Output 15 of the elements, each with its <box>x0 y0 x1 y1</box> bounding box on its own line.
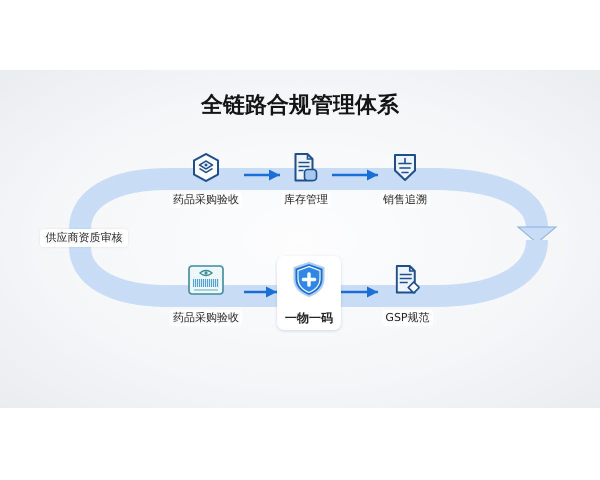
flow-band <box>436 238 548 307</box>
step-label: 库存管理 <box>281 192 331 208</box>
step-label: 一物一码 <box>282 310 336 326</box>
arrow <box>244 286 277 298</box>
step-label: GSP规范 <box>382 310 433 326</box>
highlight-card <box>277 256 341 330</box>
flow-band <box>69 168 168 230</box>
step-label: 药品采购验收 <box>170 192 242 208</box>
title: 全链路合规管理体系 <box>201 92 399 120</box>
arrow <box>341 286 378 298</box>
step-label: 销售追溯 <box>380 192 430 208</box>
step-label: 药品采购验收 <box>170 310 242 326</box>
flow-band <box>69 246 168 307</box>
arrow <box>332 170 378 180</box>
step-tag: 供应商资质审核 <box>40 229 128 247</box>
